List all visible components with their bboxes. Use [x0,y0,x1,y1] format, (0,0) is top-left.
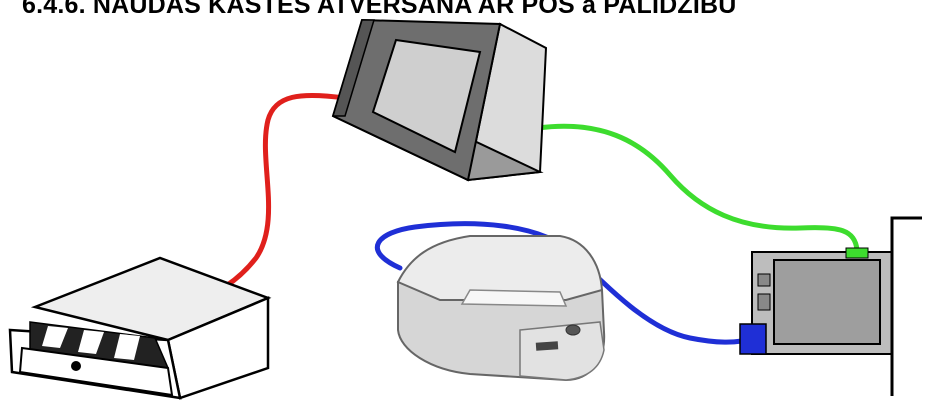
pos-terminal-icon [333,20,546,180]
page-title: 6.4.6. NAUDAS KASTES ATVĒRŠANA AR POS a … [22,0,737,20]
cash-drawer-icon [10,258,268,398]
expansion-card-icon [740,218,922,396]
receipt-printer-icon [398,236,604,380]
green-cable [538,126,857,250]
red-cable [226,95,345,286]
